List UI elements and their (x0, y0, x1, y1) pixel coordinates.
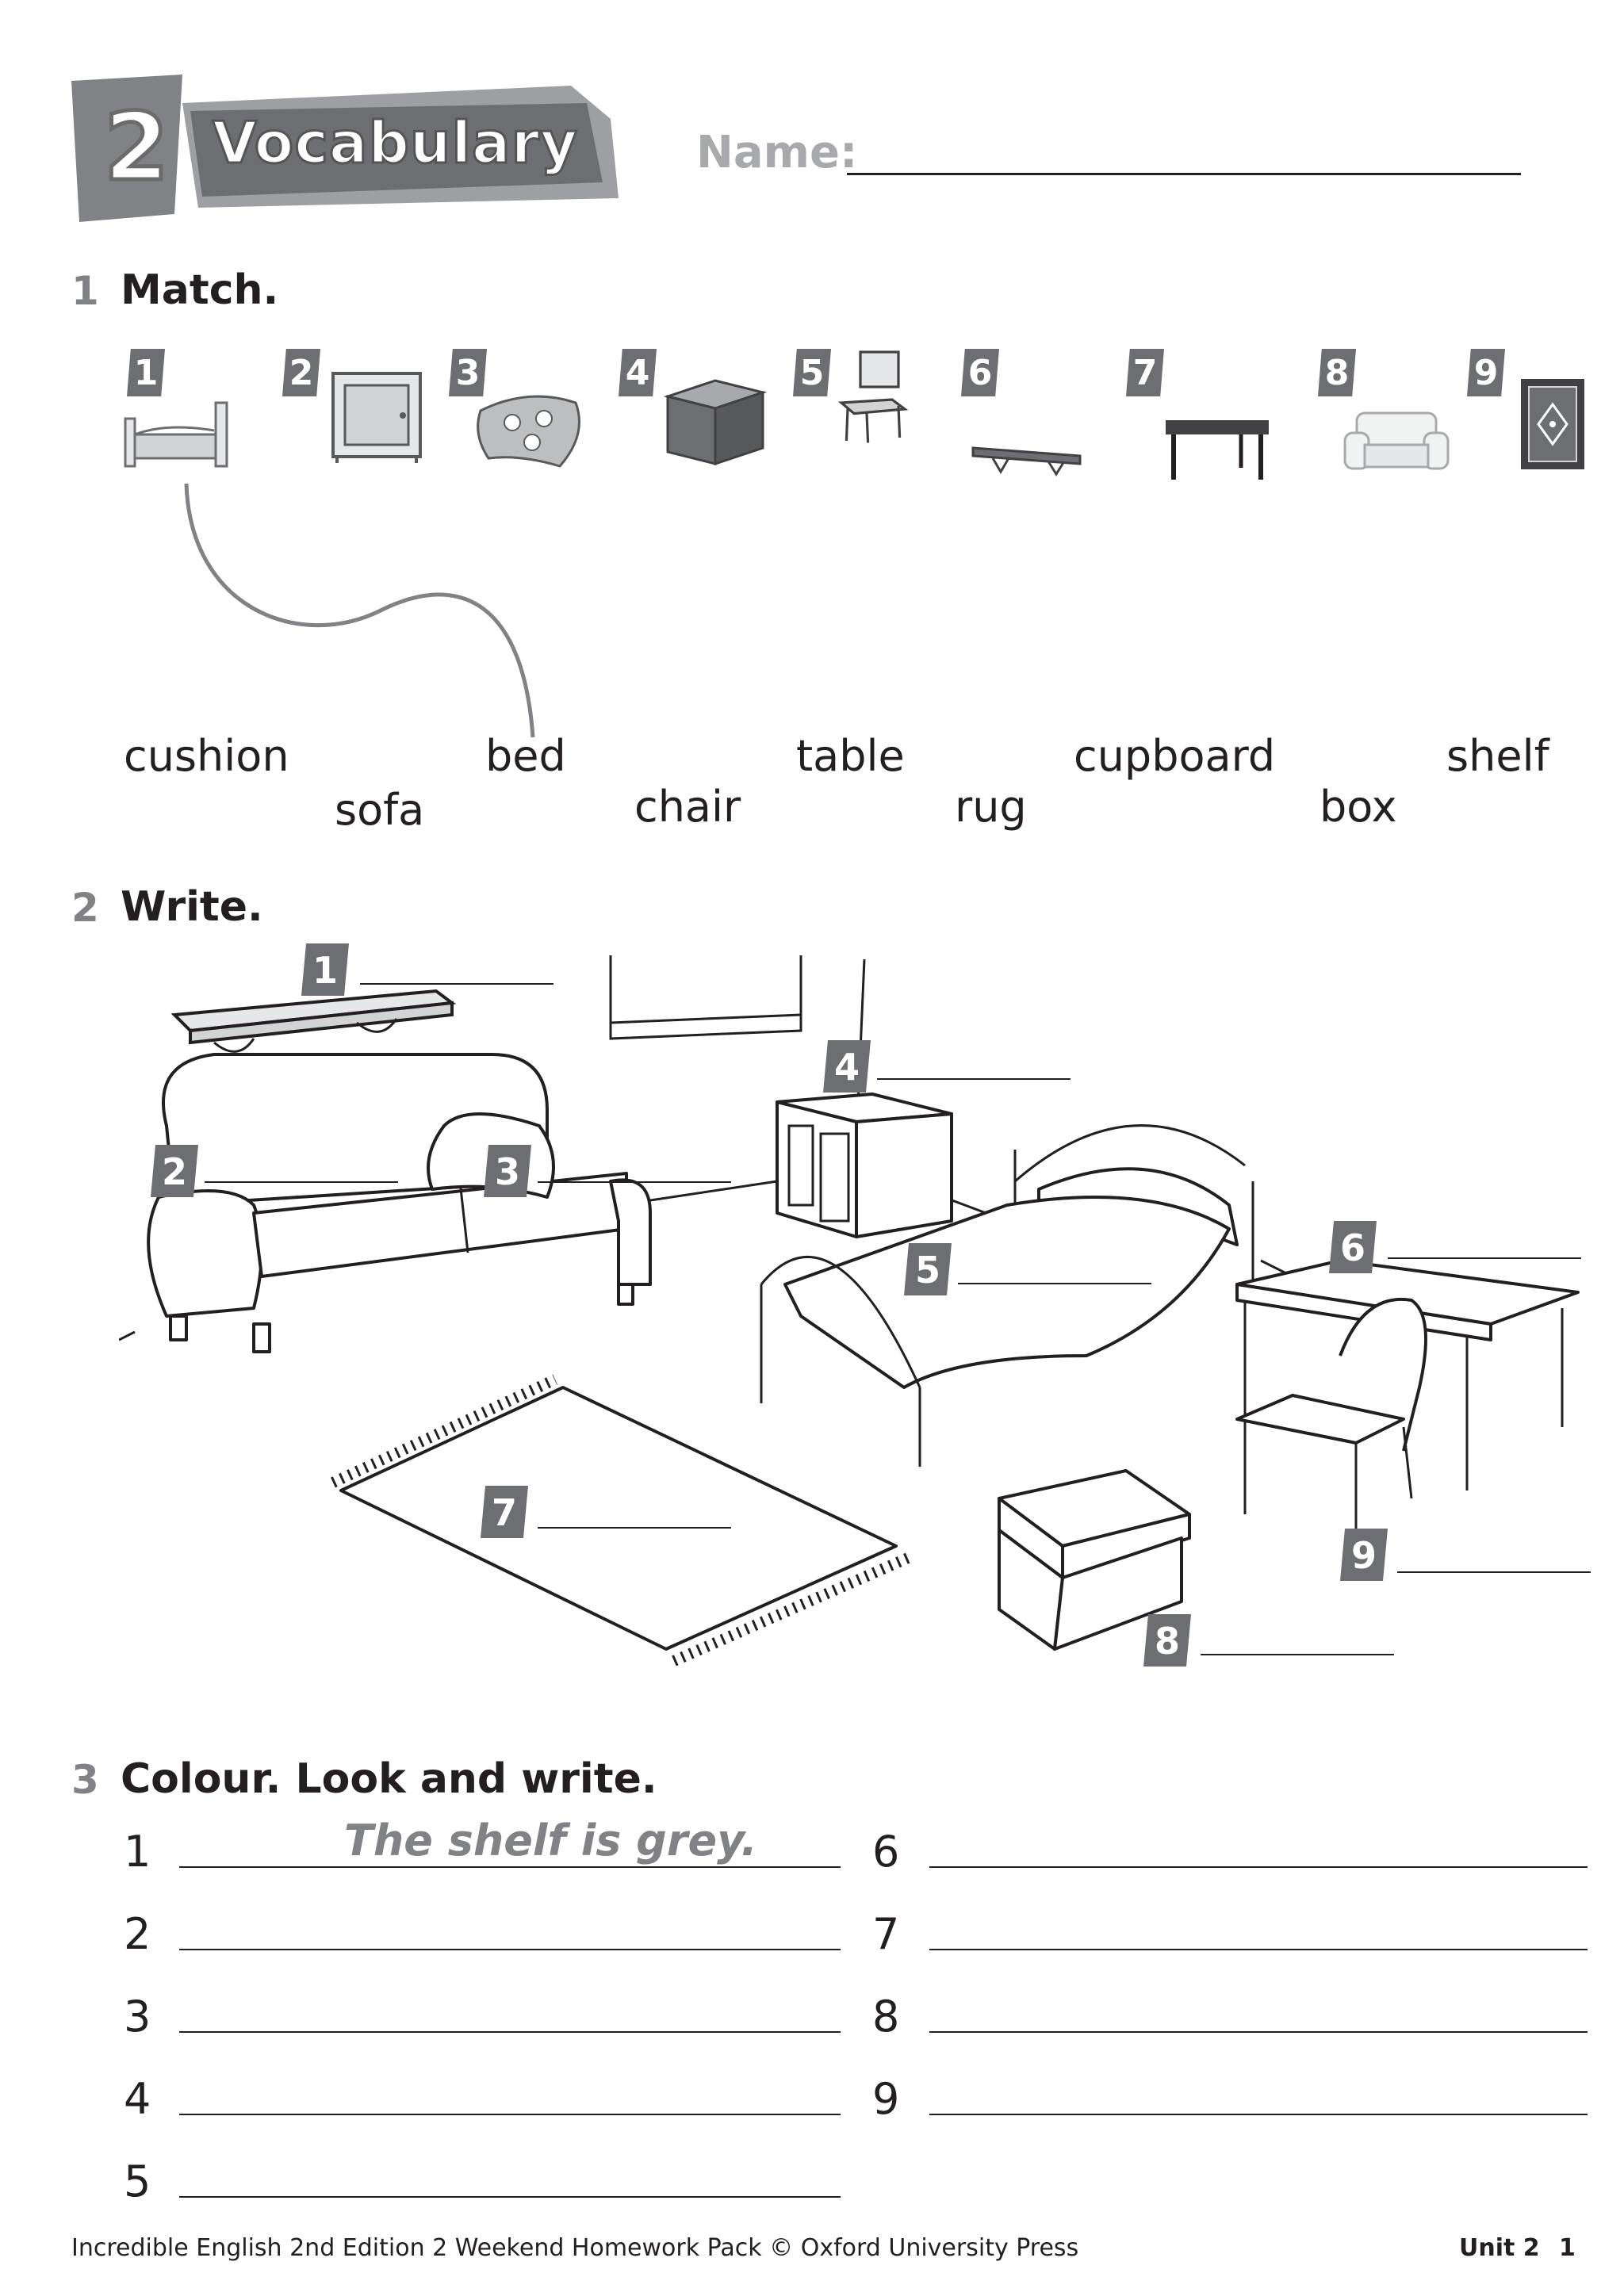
room-answer-line-9[interactable] (1397, 1571, 1591, 1573)
sentence-line-7[interactable] (929, 1949, 1588, 1950)
bed-icon[interactable] (119, 387, 238, 482)
room-sofa (147, 1053, 652, 1353)
room-rug (331, 1374, 910, 1667)
room-tag-5: 5 (904, 1243, 952, 1295)
room-cupboard (776, 1093, 953, 1238)
picture-tag-6: 6 (961, 349, 999, 396)
sentence-line-6[interactable] (929, 1866, 1588, 1868)
sofa-icon[interactable] (1337, 393, 1456, 488)
room-tag-9: 9 (1340, 1529, 1388, 1581)
example-answer: The shelf is grey. (344, 1816, 757, 1866)
sentence-line-5[interactable] (179, 2196, 841, 2198)
table-icon[interactable] (1158, 396, 1277, 492)
word-sofa[interactable]: sofa (335, 785, 425, 835)
chair-icon[interactable] (817, 349, 936, 444)
sentence-number-1: 1 (124, 1827, 151, 1877)
room-answer-line-2[interactable] (205, 1181, 398, 1183)
room-shelf (170, 989, 457, 1053)
picture-tag-7: 7 (1126, 349, 1164, 396)
room-tag-2: 2 (151, 1145, 198, 1197)
footer-credit: Incredible English 2nd Edition 2 Weekend… (71, 2234, 1079, 2262)
sentence-number-3: 3 (124, 1992, 151, 2042)
room-tag-7: 7 (481, 1486, 528, 1538)
sentence-line-3[interactable] (179, 2031, 841, 2033)
sentence-number-7: 7 (872, 1909, 900, 1959)
room-answer-line-6[interactable] (1388, 1257, 1581, 1259)
exercise-1-number: 1 (71, 268, 99, 314)
sentence-line-4[interactable] (179, 2114, 841, 2115)
sentence-line-2[interactable] (179, 1949, 841, 1950)
picture-tag-3: 3 (449, 349, 487, 396)
room-tag-3: 3 (484, 1145, 531, 1197)
room-answer-line-8[interactable] (1201, 1654, 1394, 1655)
room-answer-line-3[interactable] (538, 1181, 731, 1183)
unit-number: 2 (102, 92, 170, 201)
picture-tag-4: 4 (619, 349, 657, 396)
picture-tag-8: 8 (1318, 349, 1356, 396)
sentence-number-6: 6 (872, 1827, 900, 1877)
word-chair[interactable]: chair (634, 782, 741, 832)
room-tag-4: 4 (823, 1040, 871, 1093)
picture-tag-9: 9 (1467, 349, 1505, 396)
cushion-icon[interactable] (473, 379, 592, 474)
cupboard-icon[interactable] (325, 369, 444, 465)
exercise-1-instruction: Match. (121, 266, 279, 314)
exercise-2-number: 2 (71, 885, 99, 931)
exercise-3-number: 3 (71, 1757, 99, 1803)
sentence-number-8: 8 (872, 1992, 900, 2042)
word-rug[interactable]: rug (955, 782, 1027, 832)
bedroom-illustration (119, 955, 1580, 1667)
picture-tag-5: 5 (793, 349, 831, 396)
room-answer-line-1[interactable] (360, 983, 553, 985)
sentence-line-1[interactable] (179, 1866, 841, 1868)
room-box (998, 1469, 1191, 1651)
shelf-icon[interactable] (969, 412, 1088, 507)
picture-tag-2: 2 (282, 349, 320, 396)
sentence-number-4: 4 (124, 2074, 151, 2124)
room-tag-1: 1 (301, 943, 349, 996)
footer-page-number: 1 (1559, 2234, 1576, 2262)
room-tag-6: 6 (1329, 1221, 1377, 1273)
room-bed (760, 1124, 1254, 1467)
room-table (1235, 1259, 1580, 1490)
exercise-2-instruction: Write. (121, 883, 263, 931)
box-icon[interactable] (660, 373, 779, 468)
word-cupboard[interactable]: cupboard (1074, 731, 1276, 781)
sentence-number-2: 2 (124, 1909, 151, 1959)
room-answer-line-7[interactable] (538, 1527, 731, 1529)
footer-unit-label: Unit 2 (1459, 2234, 1540, 2262)
sentence-number-5: 5 (124, 2156, 151, 2206)
sentence-number-9: 9 (872, 2074, 900, 2124)
picture-tag-1: 1 (127, 349, 165, 396)
sentence-line-9[interactable] (929, 2114, 1588, 2115)
sentence-line-8[interactable] (929, 2031, 1588, 2033)
room-answer-line-5[interactable] (958, 1283, 1151, 1284)
unit-banner (71, 75, 619, 222)
room-answer-line-4[interactable] (877, 1078, 1071, 1080)
name-input-line[interactable] (847, 173, 1521, 175)
word-bed[interactable]: bed (485, 731, 566, 781)
word-cushion[interactable]: cushion (124, 731, 289, 781)
section-title: Vocabulary (211, 109, 579, 178)
name-label: Name: (696, 127, 858, 178)
word-box[interactable]: box (1320, 782, 1397, 832)
example-match-line (184, 483, 535, 738)
exercise-3-instruction: Colour. Look and write. (121, 1755, 657, 1803)
room-chair (1235, 1297, 1427, 1546)
word-shelf[interactable]: shelf (1446, 731, 1549, 781)
room-tag-8: 8 (1143, 1614, 1191, 1667)
word-table[interactable]: table (796, 731, 905, 781)
rug-icon[interactable] (1515, 373, 1591, 476)
